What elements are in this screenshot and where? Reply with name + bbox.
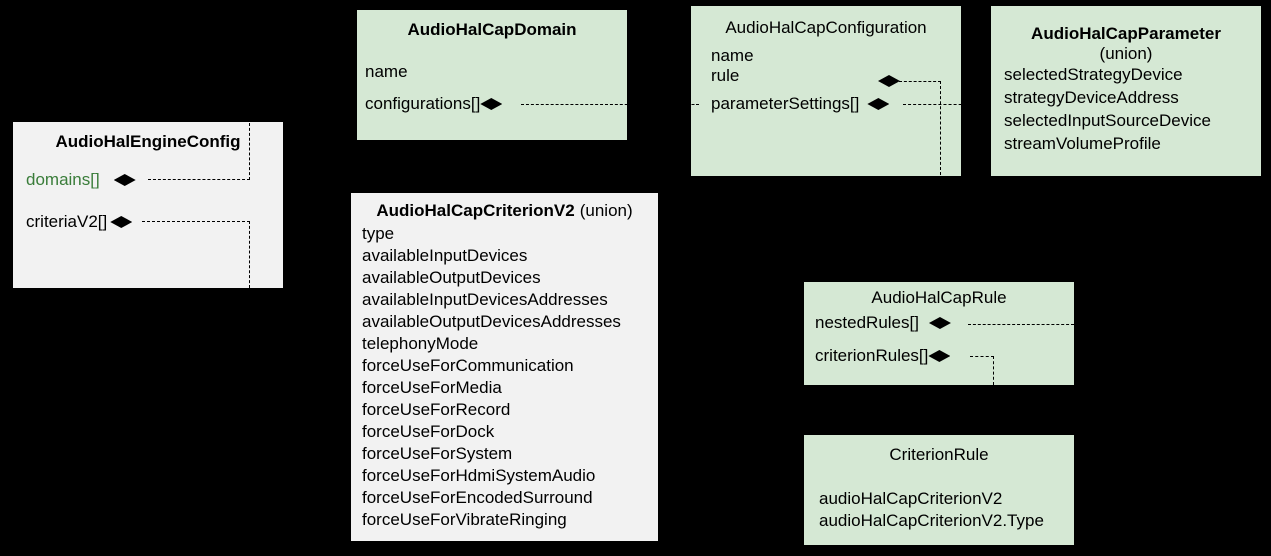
attribute-row-nested-rules[interactable]: nestedRules[] <box>815 313 951 333</box>
attribute-row-criterion-rules[interactable]: criterionRules[] <box>815 346 951 366</box>
class-title-audio-hal-cap-criterion-v2: AudioHalCapCriterionV2(union) <box>351 201 658 221</box>
attribute-label-force-use-for-encoded-surround: forceUseForEncodedSurround <box>362 488 593 507</box>
class-box-audio-hal-cap-configuration[interactable]: AudioHalCapConfiguration name <box>691 6 961 176</box>
attribute-row-rule[interactable]: rule <box>711 66 739 86</box>
composition-diamond-icon <box>110 216 133 228</box>
connector-configurations-to-configuration <box>521 104 692 105</box>
composition-diamond-icon <box>867 98 890 110</box>
attribute-label-selected-strategy-device: selectedStrategyDevice <box>1004 65 1183 84</box>
attribute-label-force-use-for-dock: forceUseForDock <box>362 422 495 441</box>
attribute-label-available-output-devices-addresses: availableOutputDevicesAddresses <box>362 312 621 331</box>
connector-domains-to-cap-domain-v <box>249 123 250 180</box>
attribute-label-force-use-for-record: forceUseForRecord <box>362 400 511 419</box>
class-title-audio-hal-cap-domain: AudioHalCapDomain <box>407 20 577 39</box>
attribute-label-name: name <box>711 46 754 65</box>
attribute-label-criteria-v2: criteriaV2[] <box>26 212 108 231</box>
connector-nested-rules-h <box>968 324 1074 325</box>
attribute-label-name: name <box>365 62 408 81</box>
class-box-audio-hal-engine-config[interactable]: AudioHalEngineConfig <box>13 122 283 288</box>
attribute-label-force-use-for-vibrate-ringing: forceUseForVibrateRinging <box>362 510 567 529</box>
connector-criteria-v2-to-criterion-v <box>249 221 250 288</box>
attribute-label-domains: domains[] <box>26 170 100 189</box>
attribute-label-type: type <box>362 224 395 243</box>
attribute-label-criterion-rules: criterionRules[] <box>815 346 929 365</box>
attribute-label-force-use-for-system: forceUseForSystem <box>362 444 513 463</box>
composition-diamond-icon <box>928 317 951 329</box>
attribute-label-telephony-mode: telephonyMode <box>362 334 479 353</box>
class-title-text: AudioHalCapCriterionV2 <box>376 201 575 220</box>
connector-rule-h <box>899 81 941 82</box>
attribute-label-available-output-devices: availableOutputDevices <box>362 268 541 287</box>
connector-rule-v <box>940 81 941 175</box>
attribute-label-force-use-for-communication: forceUseForCommunication <box>362 356 574 375</box>
attribute-label-force-use-for-hdmi-system-audio: forceUseForHdmiSystemAudio <box>362 466 596 485</box>
class-title-audio-hal-cap-parameter: AudioHalCapParameter <box>1031 24 1221 43</box>
class-box-criterion-rule[interactable]: CriterionRule audioHalCapCriterionV2 aud… <box>804 435 1074 545</box>
attribute-label-force-use-for-media: forceUseForMedia <box>362 378 502 397</box>
attribute-label-audio-hal-cap-criterion-v2-type: audioHalCapCriterionV2.Type <box>819 511 1044 530</box>
class-box-audio-hal-cap-rule[interactable]: AudioHalCapRule <box>804 282 1074 385</box>
connector-parameter-settings-h <box>903 104 992 105</box>
attribute-row-parameter-settings[interactable]: parameterSettings[] <box>711 94 890 114</box>
class-title-audio-hal-cap-rule: AudioHalCapRule <box>871 288 1007 307</box>
attribute-label-available-input-devices-addresses: availableInputDevicesAddresses <box>362 290 608 309</box>
attribute-label-stream-volume-profile: streamVolumeProfile <box>1004 134 1161 153</box>
class-title-suffix: (union) <box>579 201 633 220</box>
attribute-row-criteria-v2[interactable]: criteriaV2[] <box>26 212 133 232</box>
composition-diamond-icon <box>878 75 900 87</box>
connector-criteria-v2-to-criterion-h <box>142 221 250 222</box>
class-box-audio-hal-cap-criterion-v2[interactable]: AudioHalCapCriterionV2(union) type avail… <box>351 193 658 541</box>
attribute-row-domains[interactable]: domains[] <box>26 170 136 190</box>
attribute-label-rule: rule <box>711 66 740 85</box>
class-subtitle-audio-hal-cap-parameter: (union) <box>1099 44 1153 63</box>
composition-diamond-icon <box>928 350 951 362</box>
class-box-audio-hal-cap-domain[interactable]: AudioHalCapDomain name <box>357 10 627 140</box>
attribute-label-configurations: configurations[] <box>365 94 481 113</box>
attribute-row-configurations[interactable]: configurations[] <box>365 94 503 114</box>
class-title-criterion-rule: CriterionRule <box>889 445 989 464</box>
connector-parameter-settings-stub <box>687 104 699 105</box>
attribute-label-selected-input-source-device: selectedInputSourceDevice <box>1004 111 1211 130</box>
composition-diamond-icon <box>113 174 136 186</box>
class-title-audio-hal-cap-configuration: AudioHalCapConfiguration <box>725 18 927 37</box>
class-title-audio-hal-engine-config: AudioHalEngineConfig <box>55 132 241 151</box>
connector-domains-to-cap-domain-h <box>148 179 250 180</box>
attribute-label-nested-rules: nestedRules[] <box>815 313 919 332</box>
attribute-label-audio-hal-cap-criterion-v2: audioHalCapCriterionV2 <box>819 489 1003 508</box>
connector-criterion-rules-h <box>970 356 994 357</box>
attribute-label-strategy-device-address: strategyDeviceAddress <box>1004 88 1179 107</box>
class-box-audio-hal-cap-parameter[interactable]: AudioHalCapParameter (union) selectedStr… <box>991 6 1261 176</box>
composition-diamond-icon <box>480 98 503 110</box>
attribute-label-parameter-settings: parameterSettings[] <box>711 94 860 113</box>
attribute-label-available-input-devices: availableInputDevices <box>362 246 528 265</box>
connector-criterion-rules-v <box>993 356 994 385</box>
